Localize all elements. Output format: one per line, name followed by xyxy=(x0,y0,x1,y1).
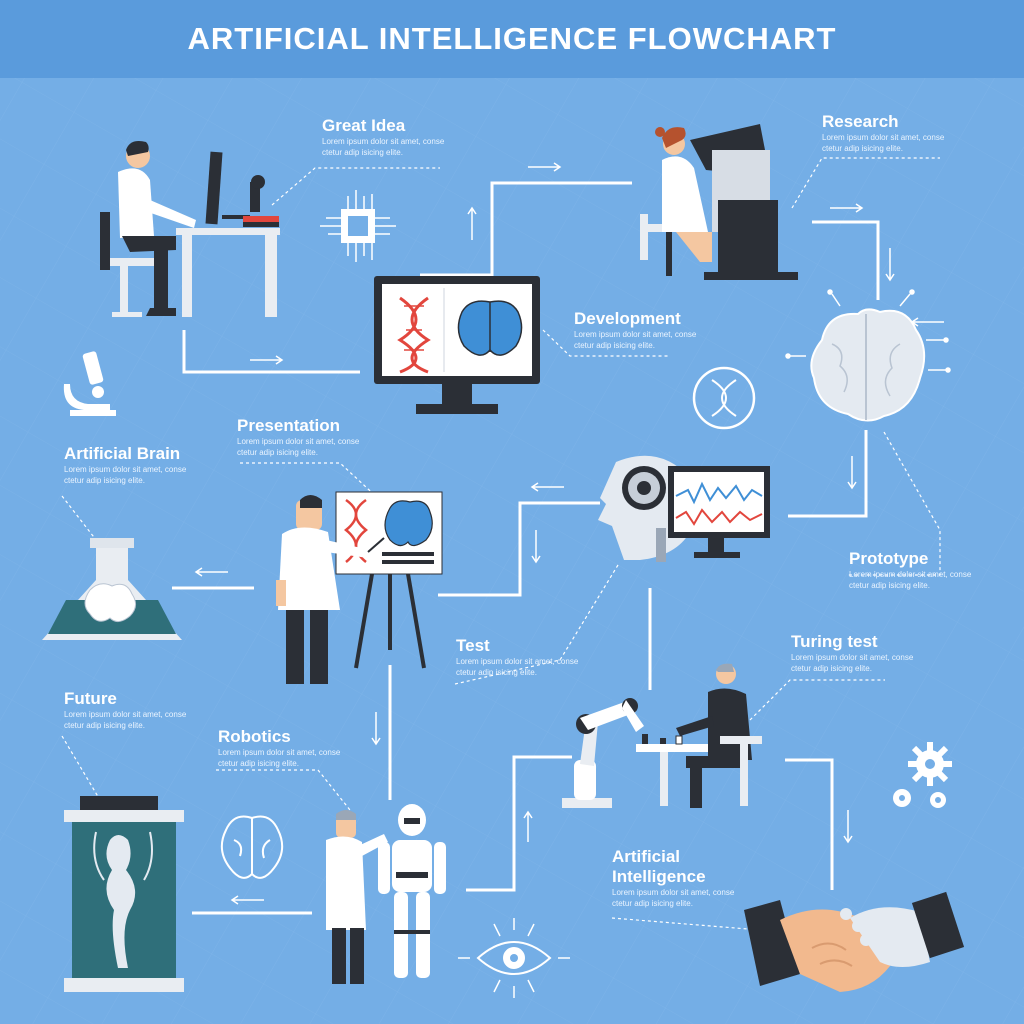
future-description: Lorem ipsum dolor sit amet, conse ctetur… xyxy=(64,710,187,730)
artificial-intelligence-description: Lorem ipsum dolor sit amet, conse ctetur… xyxy=(612,888,735,908)
label-artificial-brain: Artificial Brain Lorem ipsum dolor sit a… xyxy=(64,444,204,486)
brain-in-flask-illustration xyxy=(42,538,182,640)
turing-test-title: Turing test xyxy=(791,632,878,651)
label-future: Future Lorem ipsum dolor sit amet, conse… xyxy=(64,689,204,731)
presentation-description: Lorem ipsum dolor sit amet, conse ctetur… xyxy=(237,437,360,457)
label-research: Research Lorem ipsum dolor sit amet, con… xyxy=(822,112,962,154)
label-artificial-intelligence: Artificial Intelligence Lorem ipsum dolo… xyxy=(612,847,752,909)
connector-lines xyxy=(172,181,880,915)
future-title: Future xyxy=(64,689,117,708)
robot-arm-chess-illustration xyxy=(562,663,762,808)
label-robotics: Robotics Lorem ipsum dolor sit amet, con… xyxy=(218,727,358,769)
scientist-at-computer-illustration xyxy=(100,141,280,317)
label-great-idea: Great Idea Lorem ipsum dolor sit amet, c… xyxy=(322,116,462,158)
dna-brain-monitor-illustration xyxy=(374,276,540,414)
label-turing-test: Turing test Lorem ipsum dolor sit amet, … xyxy=(791,632,931,674)
research-title: Research xyxy=(822,112,899,131)
test-title: Test xyxy=(456,636,490,655)
dashed-leaders xyxy=(61,157,941,931)
presenter-with-board-illustration xyxy=(276,491,443,684)
artificial-intelligence-title: Artificial Intelligence xyxy=(612,847,706,886)
development-title: Development xyxy=(574,309,681,328)
great-idea-title: Great Idea xyxy=(322,116,406,135)
robot-head-prototype-illustration xyxy=(598,455,770,562)
microscope-icon xyxy=(63,351,116,416)
header-bar: ARTIFICIAL INTELLIGENCE FLOWCHART xyxy=(0,0,1024,78)
brain-outline-icon xyxy=(220,815,284,879)
artificial-brain-title: Artificial Brain xyxy=(64,444,181,463)
researcher-at-microscope-illustration xyxy=(640,124,798,280)
great-idea-description: Lorem ipsum dolor sit amet, conse ctetur… xyxy=(322,137,445,157)
eye-circuit-icon xyxy=(458,918,570,998)
brain-research-illustration xyxy=(785,289,951,422)
presentation-title: Presentation xyxy=(237,416,340,435)
human-robot-handshake-illustration xyxy=(744,891,965,992)
prototype-description: Lorem ipsum dolor sit amet, conse ctetur… xyxy=(849,570,972,590)
page-title: ARTIFICIAL INTELLIGENCE FLOWCHART xyxy=(187,21,837,56)
label-prototype: Prototype Lorem ipsum dolor sit amet, co… xyxy=(849,549,989,591)
development-description: Lorem ipsum dolor sit amet, conse ctetur… xyxy=(574,330,697,350)
flow-arrows xyxy=(194,162,944,905)
humanoid-capsule-illustration xyxy=(64,796,184,992)
test-description: Lorem ipsum dolor sit amet, conse ctetur… xyxy=(456,657,579,677)
research-description: Lorem ipsum dolor sit amet, conse ctetur… xyxy=(822,133,945,153)
robotics-title: Robotics xyxy=(218,727,291,746)
dna-circle-icon xyxy=(692,366,756,430)
label-test: Test Lorem ipsum dolor sit amet, conse c… xyxy=(456,636,596,678)
microchip-icon xyxy=(320,190,396,262)
label-development: Development Lorem ipsum dolor sit amet, … xyxy=(574,309,714,351)
robotics-description: Lorem ipsum dolor sit amet, conse ctetur… xyxy=(218,748,341,768)
turing-test-description: Lorem ipsum dolor sit amet, conse ctetur… xyxy=(791,653,914,673)
gears-icon xyxy=(893,742,952,808)
prototype-title: Prototype xyxy=(849,549,929,568)
artificial-brain-description: Lorem ipsum dolor sit amet, conse ctetur… xyxy=(64,465,187,485)
label-presentation: Presentation Lorem ipsum dolor sit amet,… xyxy=(237,416,377,458)
scientist-with-robot-illustration xyxy=(326,804,446,984)
